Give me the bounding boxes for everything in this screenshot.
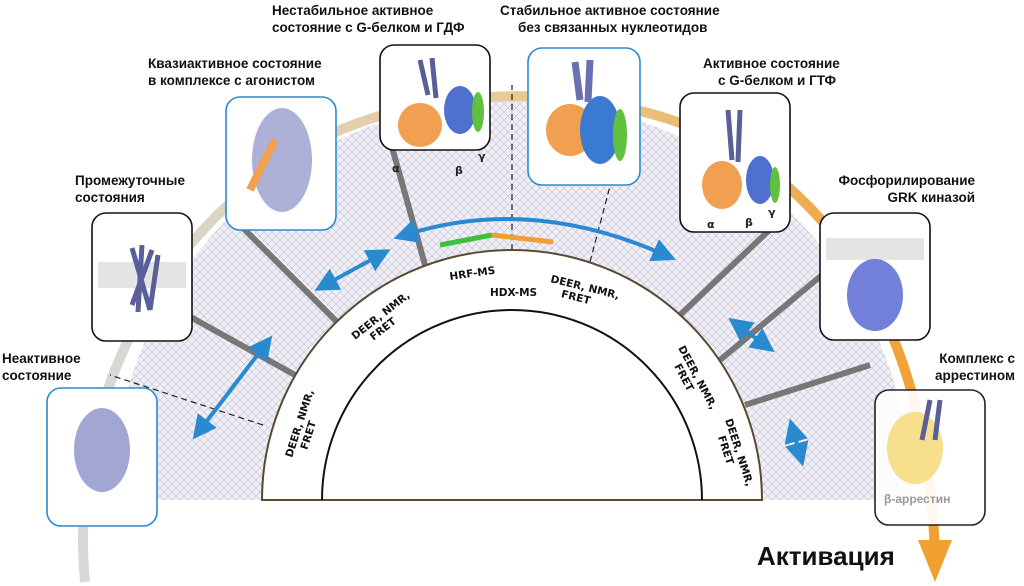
transition-arrows xyxy=(192,217,809,467)
inner-arc xyxy=(321,309,703,501)
svg-text:β: β xyxy=(745,216,753,229)
arrestin-label: β-аррестин xyxy=(884,492,950,506)
green-arrow xyxy=(439,232,493,248)
activation-label: Активация xyxy=(757,541,895,571)
activation-arrowhead xyxy=(918,540,952,582)
svg-text:α: α xyxy=(707,218,715,231)
svg-text:γ: γ xyxy=(768,206,776,219)
svg-text:α: α xyxy=(392,162,400,175)
svg-text:HDX-MS: HDX-MS xyxy=(490,287,537,299)
svg-text:β: β xyxy=(455,164,463,177)
orange-arrow xyxy=(491,232,554,245)
svg-text:γ: γ xyxy=(478,150,486,163)
